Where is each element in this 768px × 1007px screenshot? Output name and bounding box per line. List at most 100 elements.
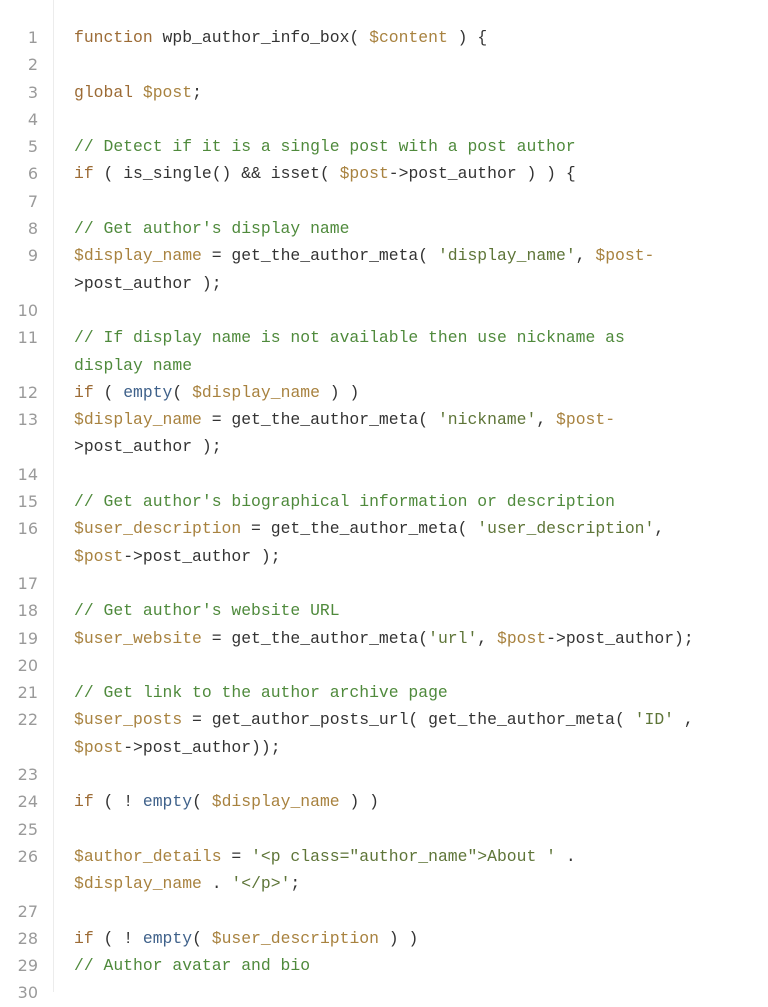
variable-token: $display_name — [74, 246, 202, 266]
code-line: 12 if ( empty( $display_name ) ) — [0, 379, 768, 406]
variable-token: $author_details — [74, 846, 222, 866]
variable-token: $user_description — [211, 928, 379, 948]
string-token: 'nickname' — [437, 410, 537, 430]
variable-token: $post — [496, 628, 547, 648]
code-token: , — [536, 410, 557, 430]
variable-token: $display_name — [74, 410, 202, 430]
variable-token: $post — [74, 737, 124, 757]
code-line: 19 $user_website = get_the_author_meta('u… — [0, 625, 768, 652]
code-line: 11// If display name is not available th… — [0, 324, 768, 351]
builtin-token: empty — [142, 928, 193, 948]
variable-token: $user_posts — [74, 710, 183, 730]
code-line: 30 — [0, 979, 768, 1006]
line-number: 8 — [27, 219, 38, 239]
code-text: $display_name . '</p>'; — [74, 870, 300, 897]
code-text: function wpb_author_info_box( $content )… — [74, 24, 487, 51]
code-text: // Get author's display name — [74, 215, 349, 242]
code-token: , — [477, 628, 497, 648]
line-number: 3 — [27, 82, 38, 102]
code-line: 23 — [0, 761, 768, 788]
variable-token: $post- — [595, 246, 655, 266]
builtin-token: empty — [142, 792, 193, 812]
keyword-token: if — [74, 164, 94, 184]
code-line: 26$author_details = '<p class="author_na… — [0, 843, 768, 870]
string-token: 'user_description' — [477, 519, 655, 539]
code-token: ->post_author ) ) { — [388, 164, 576, 184]
code-text: if ( empty( $display_name ) ) — [74, 379, 359, 406]
line-number: 17 — [17, 573, 38, 593]
string-token: 'url' — [428, 628, 478, 648]
code-line: $post->post_author)); — [0, 734, 768, 761]
line-number: 21 — [17, 683, 38, 703]
variable-token: $display_name — [192, 382, 320, 402]
code-token: wpb_author_info_box( — [152, 28, 370, 47]
code-line: 20 — [0, 652, 768, 679]
code-text: $display_name = get_the_author_meta( 'ni… — [74, 406, 615, 433]
line-number: 27 — [17, 901, 38, 921]
code-token: ; — [290, 874, 301, 894]
code-text: >post_author ); — [74, 433, 222, 460]
code-line: 4 — [0, 106, 768, 133]
code-line: 7 — [0, 188, 768, 215]
code-token: = get_author_posts_url( get_the_author_m… — [182, 710, 635, 730]
line-number: 12 — [17, 382, 38, 402]
code-token: ) { — [447, 28, 488, 47]
code-block[interactable]: 1 function wpb_author_info_box( $content … — [0, 24, 768, 1007]
line-number: 5 — [27, 137, 38, 157]
string-token: '</p>' — [231, 874, 291, 894]
variable-token: $post — [142, 82, 193, 102]
variable-token: $display_name — [74, 874, 202, 894]
line-number: 7 — [27, 191, 38, 211]
line-number: 19 — [17, 628, 38, 648]
keyword-token: global — [74, 82, 134, 102]
code-text: // Get link to the author archive page — [74, 679, 448, 706]
line-number: 1 — [27, 28, 38, 47]
line-number: 23 — [17, 765, 38, 785]
code-line: >post_author ); — [0, 433, 768, 460]
variable-token: $display_name — [211, 792, 340, 812]
line-number: 18 — [17, 601, 38, 621]
code-text: $author_details = '<p class="author_name… — [74, 843, 576, 870]
variable-token: $user_description — [74, 519, 242, 539]
code-token: >post_author ); — [74, 273, 222, 293]
comment-token: // Get author's biographical information… — [74, 492, 615, 512]
line-number: 10 — [17, 300, 38, 320]
code-token: , — [654, 519, 665, 539]
code-line: 10 — [0, 297, 768, 324]
line-number: 9 — [27, 246, 38, 266]
code-token: = — [221, 846, 252, 866]
comment-token: // Author avatar and bio — [74, 956, 311, 976]
code-text: >post_author ); — [74, 270, 222, 297]
code-text: // Author avatar and bio — [74, 952, 310, 979]
code-line: $display_name . '</p>'; — [0, 870, 768, 897]
code-token: . — [201, 874, 232, 894]
code-token: ( ! — [93, 928, 143, 948]
code-line: 5// Detect if it is a single post with a… — [0, 133, 768, 160]
code-line: >post_author ); — [0, 270, 768, 297]
code-line: 2 — [0, 51, 768, 78]
code-line: 21 // Get link to the author archive page — [0, 679, 768, 706]
code-text: display name — [74, 352, 192, 379]
code-line: 25 — [0, 816, 768, 843]
code-line: 18// Get author's website URL — [0, 597, 768, 624]
line-number: 24 — [17, 792, 38, 812]
code-text: // Get author's biographical information… — [74, 488, 615, 515]
code-line: 22$user_posts = get_author_posts_url( ge… — [0, 706, 768, 733]
string-token: 'display_name' — [437, 246, 576, 266]
line-number: 6 — [27, 164, 38, 184]
code-token: ->post_author); — [546, 628, 694, 648]
code-line: 9$display_name = get_the_author_meta( 'd… — [0, 242, 768, 269]
code-token: = get_the_author_meta( — [201, 410, 438, 430]
code-text: $post->post_author)); — [74, 734, 281, 761]
line-number: 25 — [17, 819, 38, 839]
line-number: 29 — [17, 956, 38, 976]
code-line: $post->post_author ); — [0, 543, 768, 570]
code-text: $post->post_author ); — [74, 543, 281, 570]
code-text: $user_website = get_the_author_meta('url… — [74, 625, 694, 652]
code-line: 14 — [0, 461, 768, 488]
code-token: , — [674, 710, 694, 730]
gutter-divider — [53, 0, 54, 992]
code-token: ( is_single() && isset( — [93, 164, 340, 184]
code-line: 29 // Author avatar and bio — [0, 952, 768, 979]
